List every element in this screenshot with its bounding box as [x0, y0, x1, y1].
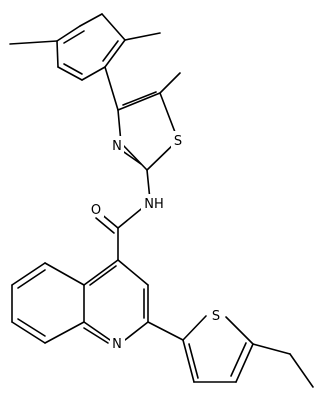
- atom-label-nh-amide: NH: [141, 194, 167, 212]
- atom-label-s-thiazole: S: [171, 131, 185, 149]
- svg-text:S: S: [174, 134, 182, 149]
- amide-linker: [95, 169, 151, 261]
- svg-text:N: N: [112, 139, 122, 154]
- svg-text:S: S: [212, 309, 220, 324]
- ethylthiophene-ring: [147, 315, 314, 388]
- quinoline-ring: [11, 259, 149, 344]
- thiazole-ring: [104, 66, 181, 171]
- atom-label-s-thiophene: S: [209, 306, 224, 324]
- atom-label-n-quinoline: N: [110, 334, 125, 352]
- phenyl-methyl-groups: [9, 32, 161, 45]
- atom-label-n-thiazole: N: [110, 136, 124, 154]
- svg-text:O: O: [91, 203, 101, 218]
- dimethylphenyl-ring: [56, 13, 126, 81]
- svg-text:NH: NH: [144, 197, 164, 212]
- atom-label-o-carbonyl: O: [88, 200, 104, 218]
- svg-text:N: N: [112, 337, 122, 352]
